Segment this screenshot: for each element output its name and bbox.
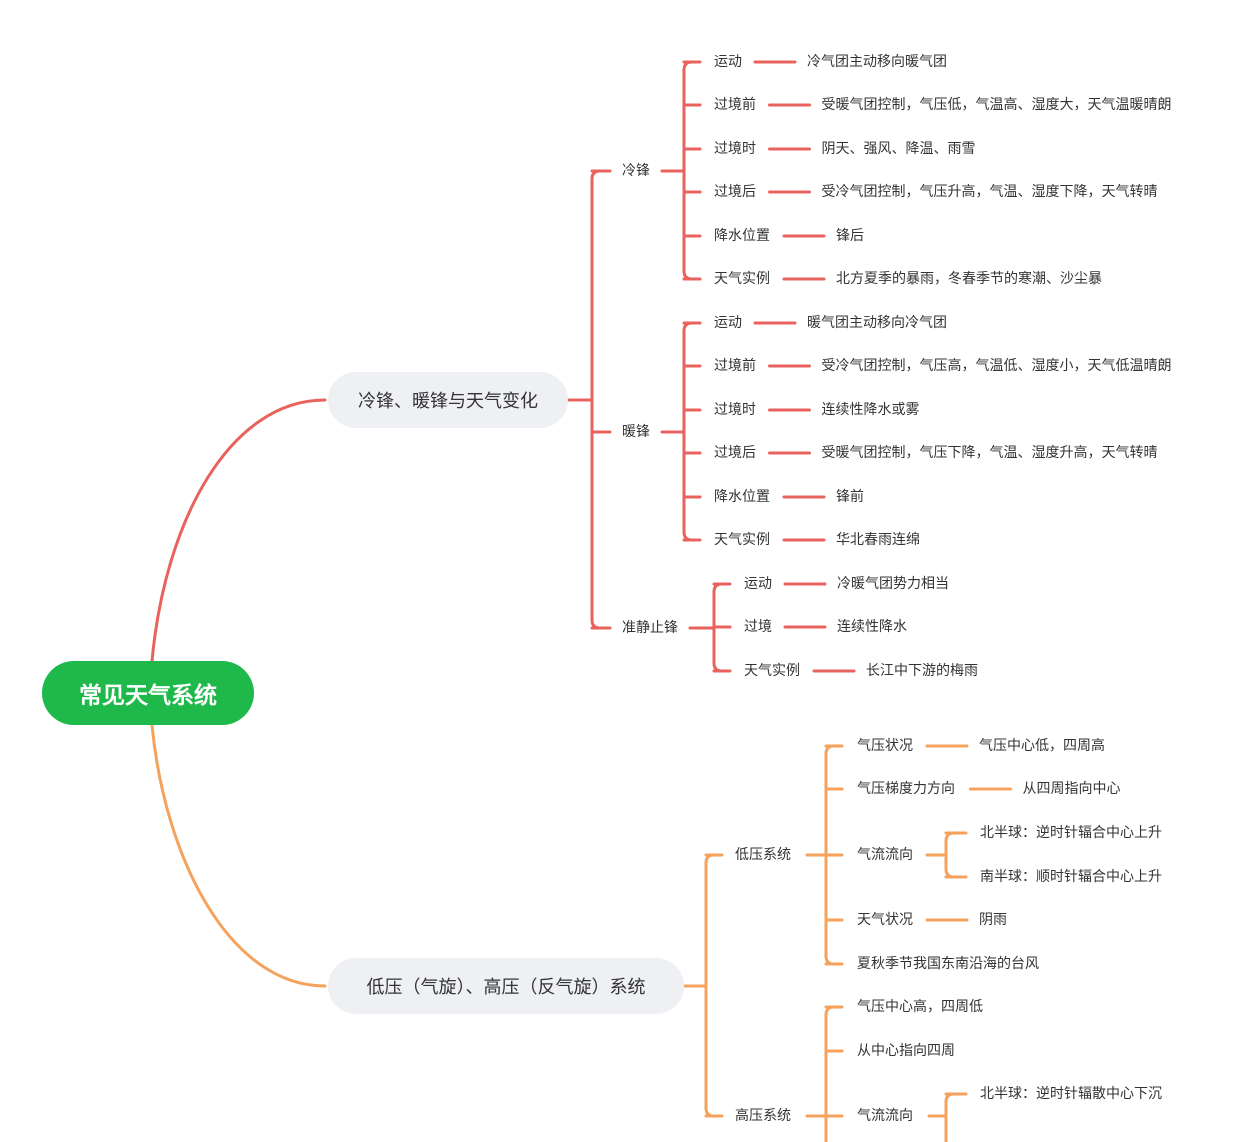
node-high-pressure-attr[interactable]: 从中心指向四周	[857, 1043, 955, 1059]
node-stationary-front-detail[interactable]: 连续性降水	[837, 619, 907, 635]
node-low-pressure-flow[interactable]: 南半球：顺时针辐合中心上升	[980, 869, 1162, 885]
node-high-pressure-attr[interactable]: 气压中心高，四周低	[857, 999, 983, 1015]
node-cold-front-attr[interactable]: 过境前	[714, 97, 756, 113]
node-warm-front-attr[interactable]: 运动	[714, 315, 742, 331]
node-cold-front-attr[interactable]: 过境后	[714, 184, 756, 200]
node-stationary-front[interactable]: 准静止锋	[622, 620, 678, 636]
bracket-line	[704, 853, 716, 1118]
node-low-pressure-attr[interactable]: 气压梯度力方向	[857, 781, 955, 797]
root-curve-fronts	[150, 398, 327, 663]
node-cold-front-detail[interactable]: 阴天、强风、降温、雨雪	[821, 141, 976, 157]
node-warm-front-detail[interactable]: 暖气团主动移向冷气团	[807, 315, 947, 331]
node-warm-front-detail[interactable]: 锋前	[836, 489, 864, 505]
root-curve-pressure	[150, 723, 327, 988]
node-warm-front-attr[interactable]: 过境前	[714, 358, 756, 374]
branch-node-fronts[interactable]: 冷锋、暖锋与天气变化	[328, 372, 568, 428]
node-low-pressure-attr[interactable]: 夏秋季节我国东南沿海的台风	[857, 956, 1039, 972]
bracket-line	[824, 1005, 836, 1142]
node-stationary-front-detail[interactable]: 冷暖气团势力相当	[837, 576, 949, 592]
branch-node-pressure-systems[interactable]: 低压（气旋）、高压（反气旋）系统	[328, 958, 684, 1014]
node-high-pressure-flow[interactable]: 北半球：逆时针辐散中心下沉	[980, 1086, 1162, 1102]
root-node[interactable]: 常见天气系统	[42, 661, 254, 725]
node-cold-front-attr[interactable]: 天气实例	[714, 271, 770, 287]
node-stationary-front-attr[interactable]: 运动	[744, 576, 772, 592]
node-cold-front-attr[interactable]: 过境时	[714, 141, 756, 157]
node-cold-front-attr[interactable]: 降水位置	[714, 228, 770, 244]
bracket-line	[944, 831, 956, 879]
node-low-pressure-system[interactable]: 低压系统	[735, 847, 791, 863]
node-low-pressure-detail[interactable]: 气压中心低，四周高	[979, 738, 1105, 754]
node-low-pressure-attr[interactable]: 气压状况	[857, 738, 913, 754]
node-warm-front-detail[interactable]: 华北春雨连绵	[836, 532, 920, 548]
node-high-pressure-system[interactable]: 高压系统	[735, 1108, 791, 1124]
node-low-pressure-detail[interactable]: 阴雨	[979, 912, 1007, 928]
bracket-line	[590, 169, 602, 630]
node-stationary-front-attr[interactable]: 天气实例	[744, 663, 800, 679]
node-cold-front[interactable]: 冷锋	[622, 163, 650, 179]
bracket-line	[944, 1092, 956, 1142]
node-cold-front-attr[interactable]: 运动	[714, 54, 742, 70]
node-cold-front-detail[interactable]: 受暖气团控制，气压低，气温高、湿度大，天气温暖晴朗	[821, 97, 1172, 113]
node-cold-front-detail[interactable]: 北方夏季的暴雨，冬春季节的寒潮、沙尘暴	[836, 271, 1102, 287]
node-warm-front-detail[interactable]: 受冷气团控制，气压高，气温低、湿度小，天气低温晴朗	[821, 358, 1172, 374]
node-cold-front-detail[interactable]: 冷气团主动移向暖气团	[807, 54, 947, 70]
node-warm-front[interactable]: 暖锋	[622, 424, 650, 440]
node-stationary-front-detail[interactable]: 长江中下游的梅雨	[866, 663, 978, 679]
node-low-pressure-flow[interactable]: 北半球：逆时针辐合中心上升	[980, 825, 1162, 841]
node-warm-front-attr[interactable]: 降水位置	[714, 489, 770, 505]
node-cold-front-detail[interactable]: 锋后	[836, 228, 864, 244]
node-warm-front-detail[interactable]: 连续性降水或雾	[821, 402, 920, 418]
node-warm-front-detail[interactable]: 受暖气团控制，气压下降，气温、湿度升高，天气转晴	[821, 445, 1158, 461]
node-cold-front-detail[interactable]: 受冷气团控制，气压升高，气温、湿度下降，天气转晴	[821, 184, 1158, 200]
node-stationary-front-attr[interactable]: 过境	[744, 619, 772, 635]
node-low-pressure-attr[interactable]: 天气状况	[857, 912, 913, 928]
bracket-line	[682, 321, 694, 542]
node-low-pressure-detail[interactable]: 从四周指向中心	[1022, 781, 1121, 797]
node-warm-front-attr[interactable]: 天气实例	[714, 532, 770, 548]
node-warm-front-attr[interactable]: 过境后	[714, 445, 756, 461]
bracket-line	[682, 60, 694, 281]
node-high-pressure-attr[interactable]: 气流流向	[857, 1108, 913, 1124]
node-warm-front-attr[interactable]: 过境时	[714, 402, 756, 418]
node-low-pressure-attr[interactable]: 气流流向	[857, 847, 913, 863]
